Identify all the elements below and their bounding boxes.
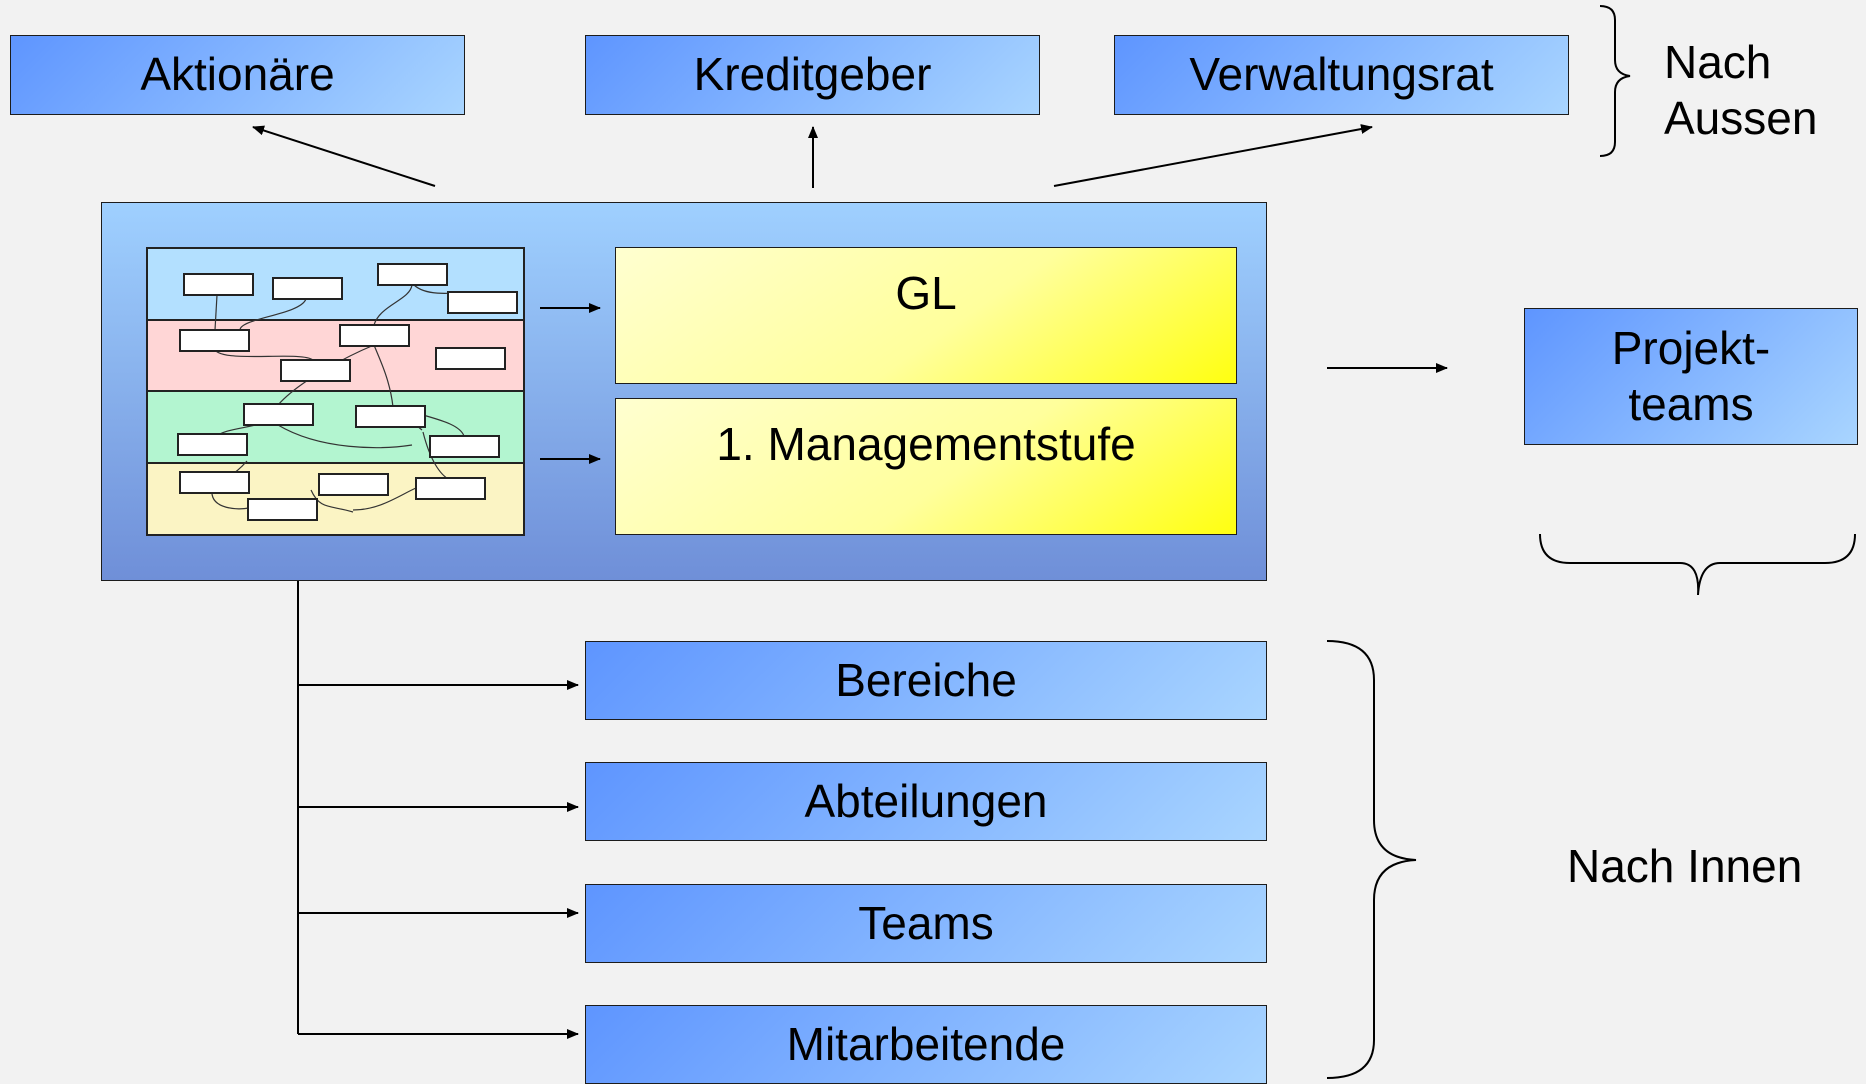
inner-item-label: Teams <box>858 896 994 949</box>
management-level-box: 1. Managementstufe <box>615 398 1237 535</box>
inward-label: Nach Innen <box>1567 840 1803 892</box>
inner-item-mitarbeitende: Mitarbeitende <box>585 1005 1267 1084</box>
mini-org-chart <box>146 247 525 536</box>
inner-item-label: Abteilungen <box>804 774 1048 827</box>
inner-item-bereiche: Bereiche <box>585 641 1267 720</box>
inner-item-abteilungen: Abteilungen <box>585 762 1267 841</box>
inward-connectors <box>297 581 579 1039</box>
arrow-to-board <box>1053 124 1373 187</box>
board-box: Verwaltungsrat <box>1114 35 1569 115</box>
creditors-label: Kreditgeber <box>693 48 932 101</box>
inward-brace <box>1326 640 1417 1079</box>
project-teams-brace <box>1539 533 1856 596</box>
shareholders-box: Aktionäre <box>10 35 465 115</box>
project-teams-box: Projekt- teams <box>1524 308 1858 445</box>
board-label: Verwaltungsrat <box>1189 48 1494 101</box>
outward-label: Nach Aussen <box>1664 34 1817 146</box>
inner-item-label: Bereiche <box>835 653 1017 706</box>
shareholders-label: Aktionäre <box>140 48 335 101</box>
org-nodes <box>177 263 518 521</box>
outward-brace <box>1599 5 1631 157</box>
management-level-label: 1. Managementstufe <box>716 418 1136 470</box>
inner-item-teams: Teams <box>585 884 1267 963</box>
outward-label-line1: Nach <box>1664 36 1772 88</box>
gl-box: GL <box>615 247 1237 384</box>
creditors-box: Kreditgeber <box>585 35 1040 115</box>
project-teams-line2: teams <box>1628 377 1754 430</box>
gl-label: GL <box>895 267 957 319</box>
inner-item-label: Mitarbeitende <box>786 1017 1066 1070</box>
arrow-to-shareholders <box>252 125 436 187</box>
project-teams-line1: Projekt- <box>1611 322 1771 375</box>
outward-label-line2: Aussen <box>1664 92 1818 145</box>
